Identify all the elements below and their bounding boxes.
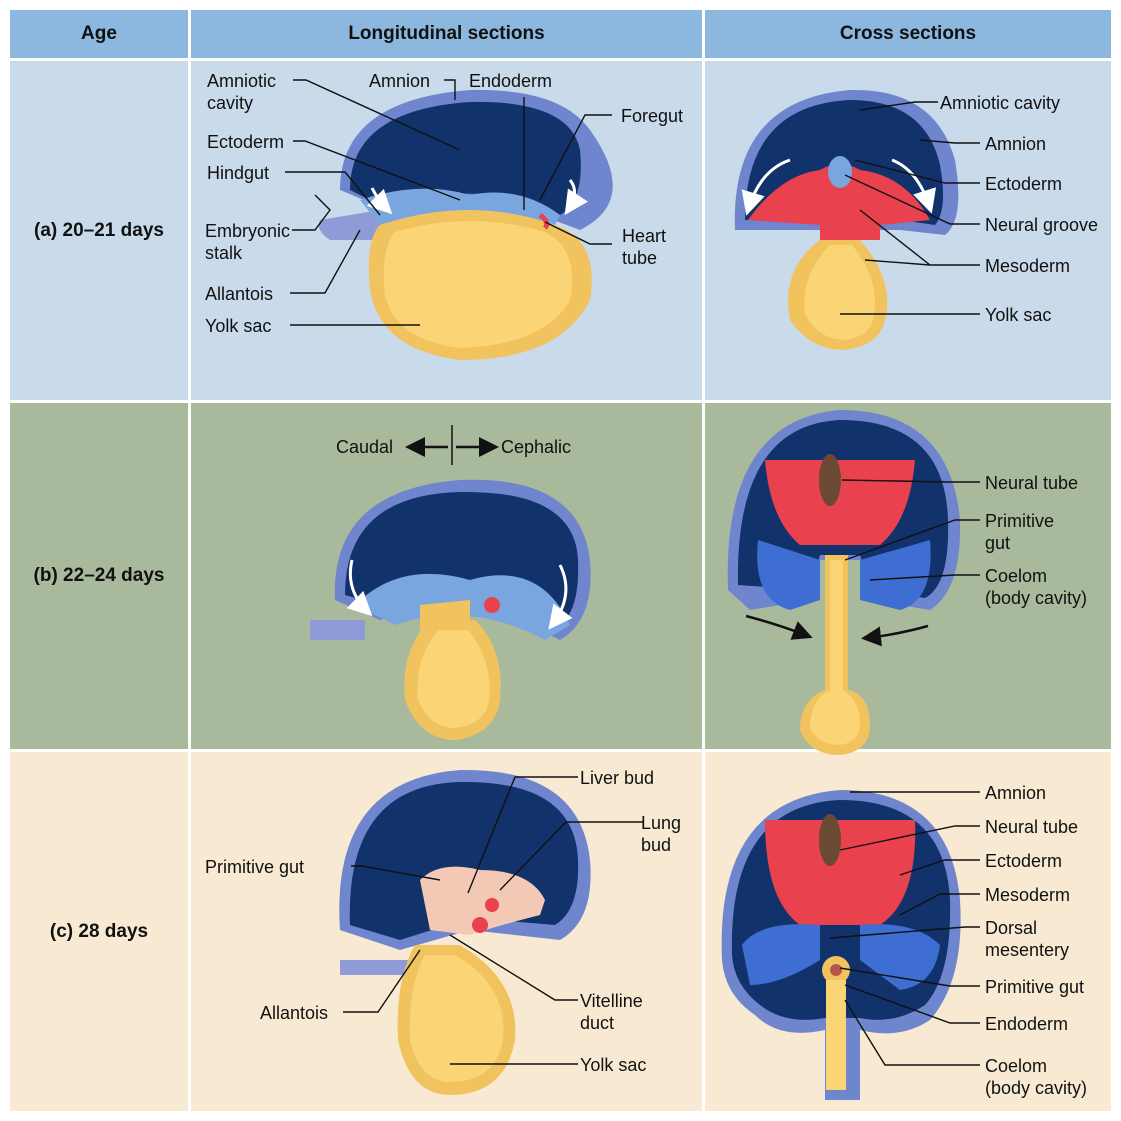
label-a-hindgut: Hindgut bbox=[207, 162, 269, 184]
label-b-coelom-line2: (body cavity) bbox=[985, 588, 1087, 608]
label-a-foregut: Foregut bbox=[621, 105, 683, 127]
label-c-cross-coelom: Coelom(body cavity) bbox=[985, 1055, 1087, 1099]
b-cross-embryo bbox=[728, 410, 960, 755]
label-b-cephalic: Cephalic bbox=[501, 436, 571, 458]
a-longitudinal-embryo bbox=[319, 90, 613, 360]
label-a-heart-tube-line1: Heart bbox=[622, 226, 666, 246]
label-c-cross-ectoderm: Ectoderm bbox=[985, 850, 1062, 872]
label-b-coelom-line1: Coelom bbox=[985, 566, 1047, 586]
label-a-amniotic-cavity-line1: Amniotic bbox=[207, 71, 276, 91]
label-c-yolk-sac: Yolk sac bbox=[580, 1054, 646, 1076]
label-b-neural-tube: Neural tube bbox=[985, 472, 1078, 494]
label-b-primitive-gut-line2: gut bbox=[985, 533, 1010, 553]
label-c-allantois: Allantois bbox=[260, 1002, 328, 1024]
c-longitudinal-embryo bbox=[339, 770, 590, 1095]
label-c-liver-bud: Liver bud bbox=[580, 767, 654, 789]
label-a-cross-amniotic-cavity: Amniotic cavity bbox=[940, 92, 1060, 114]
label-c-cross-primitive-gut: Primitive gut bbox=[985, 976, 1084, 998]
label-c-cross-coelom-line2: (body cavity) bbox=[985, 1078, 1087, 1098]
label-a-amniotic-cavity-line2: cavity bbox=[207, 93, 253, 113]
label-c-lung-bud-line2: bud bbox=[641, 835, 671, 855]
label-c-cross-endoderm: Endoderm bbox=[985, 1013, 1068, 1035]
label-a-yolk-sac: Yolk sac bbox=[205, 315, 271, 337]
label-c-cross-neural-tube: Neural tube bbox=[985, 816, 1078, 838]
label-a-amnion: Amnion bbox=[369, 70, 430, 92]
label-c-lung-bud-line1: Lung bbox=[641, 813, 681, 833]
label-a-heart-tube-line2: tube bbox=[622, 248, 657, 268]
label-c-vitelline-duct-line2: duct bbox=[580, 1013, 614, 1033]
label-a-cross-neural-groove: Neural groove bbox=[985, 214, 1098, 236]
label-a-embryonic-stalk-line1: Embryonic bbox=[205, 221, 290, 241]
c-cross-embryo bbox=[722, 790, 961, 1100]
label-c-cross-dorsal-mesentery-line2: mesentery bbox=[985, 940, 1069, 960]
label-c-cross-mesoderm: Mesoderm bbox=[985, 884, 1070, 906]
label-c-vitelline-duct-line1: Vitelline bbox=[580, 991, 643, 1011]
label-c-primitive-gut: Primitive gut bbox=[205, 856, 304, 878]
label-b-primitive-gut-line1: Primitive bbox=[985, 511, 1054, 531]
label-c-cross-dorsal-mesentery-line1: Dorsal bbox=[985, 918, 1037, 938]
label-a-cross-yolk-sac: Yolk sac bbox=[985, 304, 1051, 326]
label-a-ectoderm: Ectoderm bbox=[207, 131, 284, 153]
label-b-coelom: Coelom(body cavity) bbox=[985, 565, 1087, 609]
label-a-embryonic-stalk-line2: stalk bbox=[205, 243, 242, 263]
label-a-endoderm: Endoderm bbox=[469, 70, 552, 92]
label-a-allantois: Allantois bbox=[205, 283, 273, 305]
label-b-caudal: Caudal bbox=[336, 436, 393, 458]
label-a-cross-ectoderm: Ectoderm bbox=[985, 173, 1062, 195]
label-c-cross-amnion: Amnion bbox=[985, 782, 1046, 804]
label-a-cross-mesoderm: Mesoderm bbox=[985, 255, 1070, 277]
a-cross-embryo bbox=[735, 90, 959, 350]
label-c-cross-coelom-line1: Coelom bbox=[985, 1056, 1047, 1076]
label-a-cross-amnion: Amnion bbox=[985, 133, 1046, 155]
b-longitudinal-embryo bbox=[310, 425, 591, 740]
